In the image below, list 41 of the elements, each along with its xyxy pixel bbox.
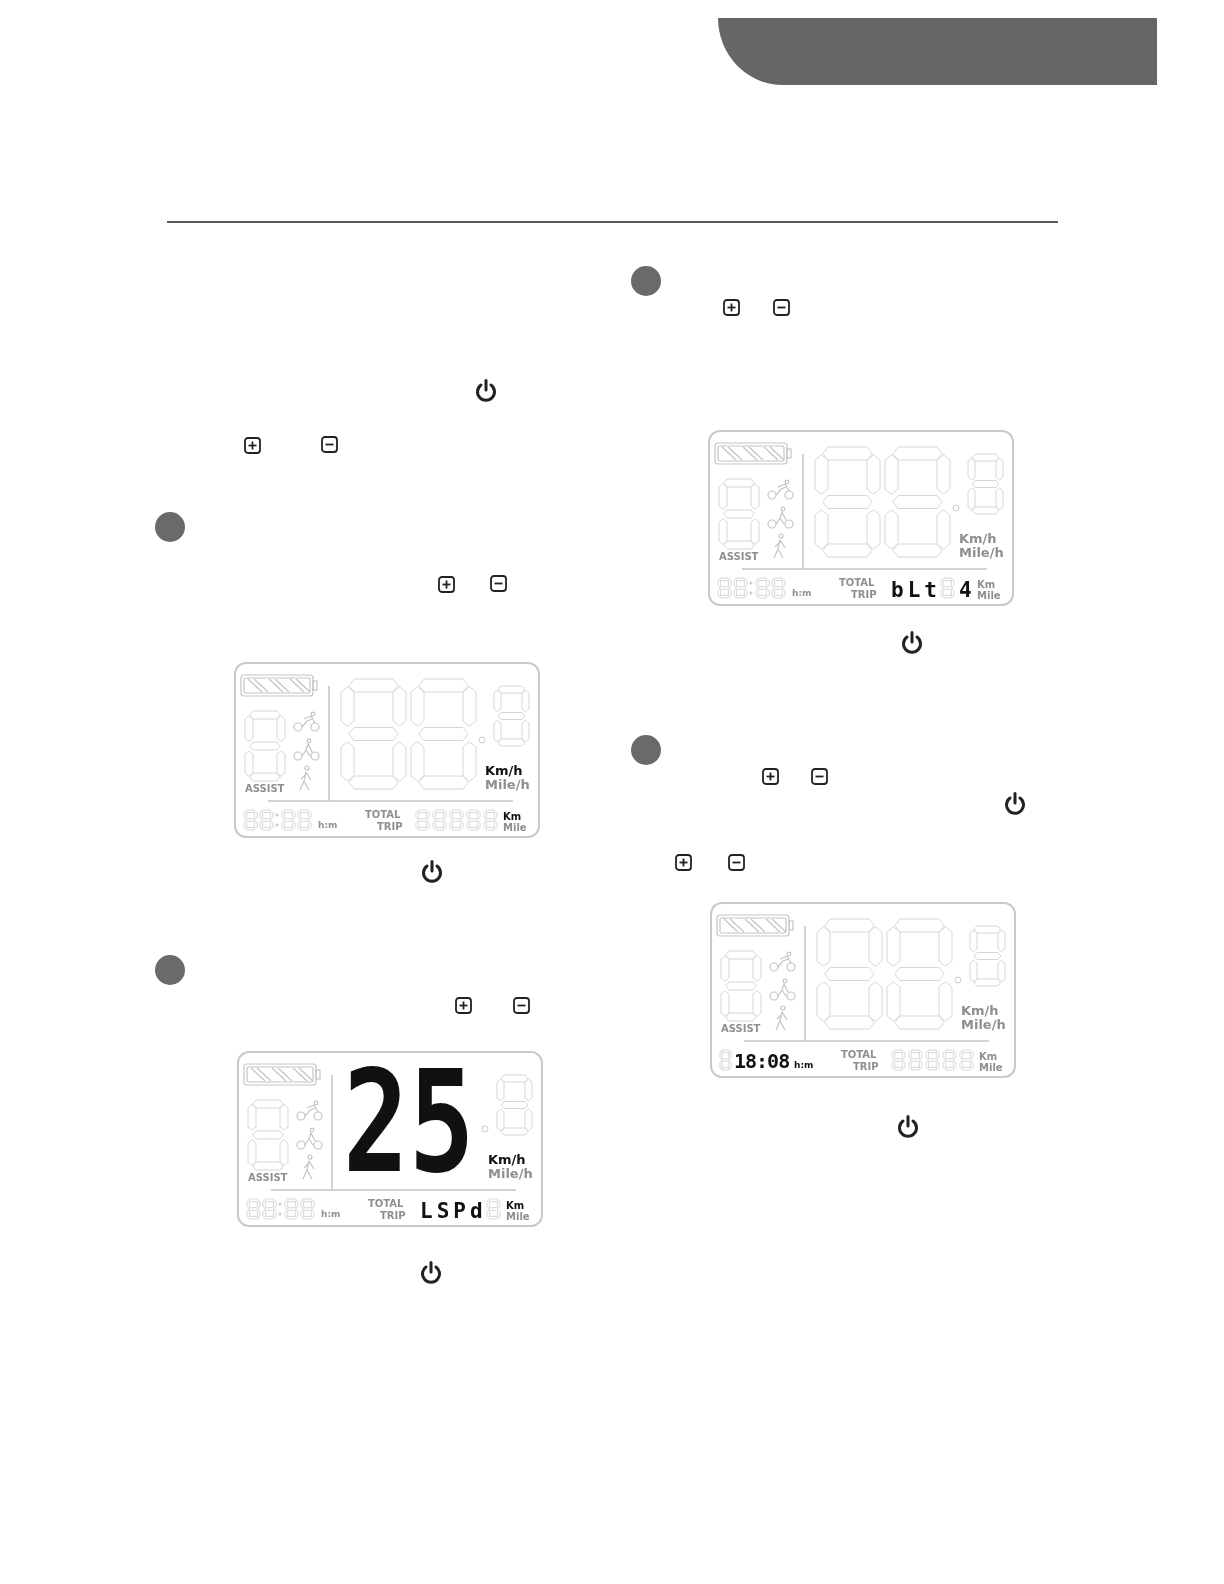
display-label: TRIP — [377, 822, 403, 832]
display-label: ASSIST — [248, 1173, 288, 1183]
display-label: Km — [506, 1201, 525, 1211]
display-label: ASSIST — [245, 784, 285, 794]
display-label: Mile/h — [485, 778, 530, 791]
display-label: h:m — [794, 1061, 814, 1070]
display-label: Mile — [979, 1063, 1003, 1073]
display-readout: 25 — [343, 1067, 475, 1179]
display-label: Mile — [977, 591, 1001, 601]
display-label: Mile — [503, 823, 527, 833]
lcd-display — [234, 662, 540, 838]
display-label: TOTAL — [368, 1199, 404, 1209]
display-label: Km — [977, 580, 996, 590]
display-label: TOTAL — [839, 578, 875, 588]
display-label: Mile/h — [961, 1018, 1006, 1031]
display-label: TOTAL — [841, 1050, 877, 1060]
display-label: Km — [503, 812, 522, 822]
display-label: TRIP — [851, 590, 877, 600]
display-readout: LSPd — [420, 1201, 487, 1222]
display-label: Km/h — [959, 532, 997, 545]
display-label: Km/h — [488, 1153, 526, 1166]
display-label: TRIP — [380, 1211, 406, 1221]
display-label: h:m — [792, 589, 812, 598]
display-label: h:m — [318, 821, 338, 830]
display-label: Km/h — [961, 1004, 999, 1017]
display-label: h:m — [321, 1210, 341, 1219]
display-label: Mile — [506, 1212, 530, 1222]
lcd-display — [710, 902, 1016, 1078]
display-label: ASSIST — [721, 1024, 761, 1034]
display-label: Mile/h — [959, 546, 1004, 559]
lcd-display — [237, 1051, 543, 1227]
display-label: Km/h — [485, 764, 523, 777]
display-label: Mile/h — [488, 1167, 533, 1180]
display-label: ASSIST — [719, 552, 759, 562]
display-readout: 18:08 — [734, 1051, 790, 1071]
display-readout: bLt — [891, 580, 941, 601]
lcd-display — [708, 430, 1014, 606]
display-label: TOTAL — [365, 810, 401, 820]
display-label: Km — [979, 1052, 998, 1062]
display-label: TRIP — [853, 1062, 879, 1072]
display-readout: 4 — [959, 580, 972, 601]
